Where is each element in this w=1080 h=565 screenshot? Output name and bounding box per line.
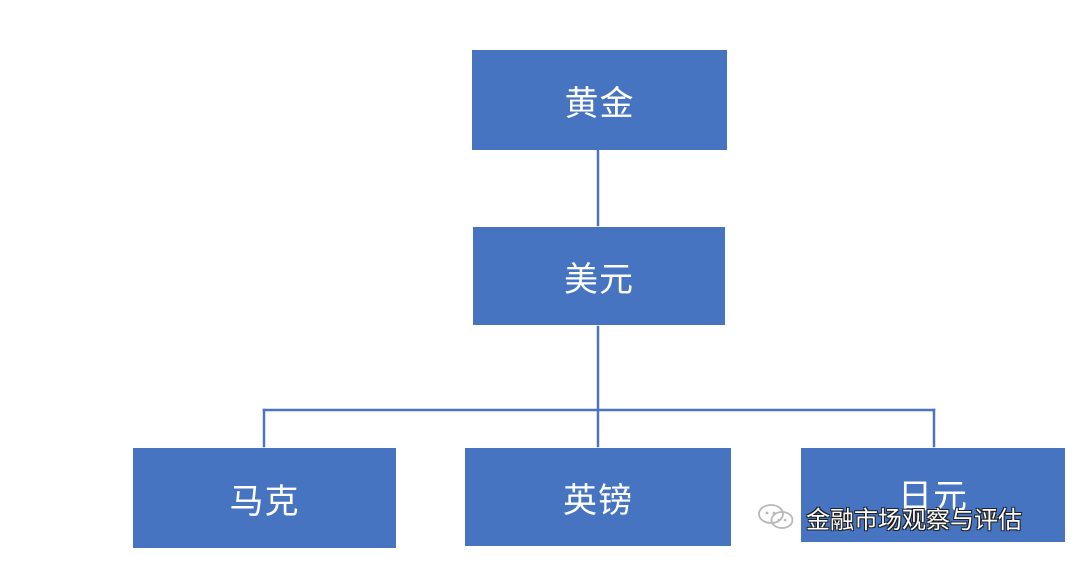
child-node-3: 日元 [801,448,1065,542]
child-node-3-label: 日元 [898,476,968,517]
middle-node-label: 美元 [564,259,634,300]
watermark: 金融市场观察与评估 [756,500,1022,534]
connector-lines [262,149,936,448]
middle-node: 美元 [473,227,725,325]
child-node-2: 英镑 [465,448,731,546]
child-node-1-label: 马克 [229,481,300,522]
child-node-1: 马克 [133,448,396,548]
wechat-icon [756,502,798,532]
root-node: 黄金 [472,50,727,150]
child-node-2-label: 英镑 [563,480,633,521]
watermark-text: 金融市场观察与评估 [806,505,1022,534]
root-node-label: 黄金 [564,83,635,124]
